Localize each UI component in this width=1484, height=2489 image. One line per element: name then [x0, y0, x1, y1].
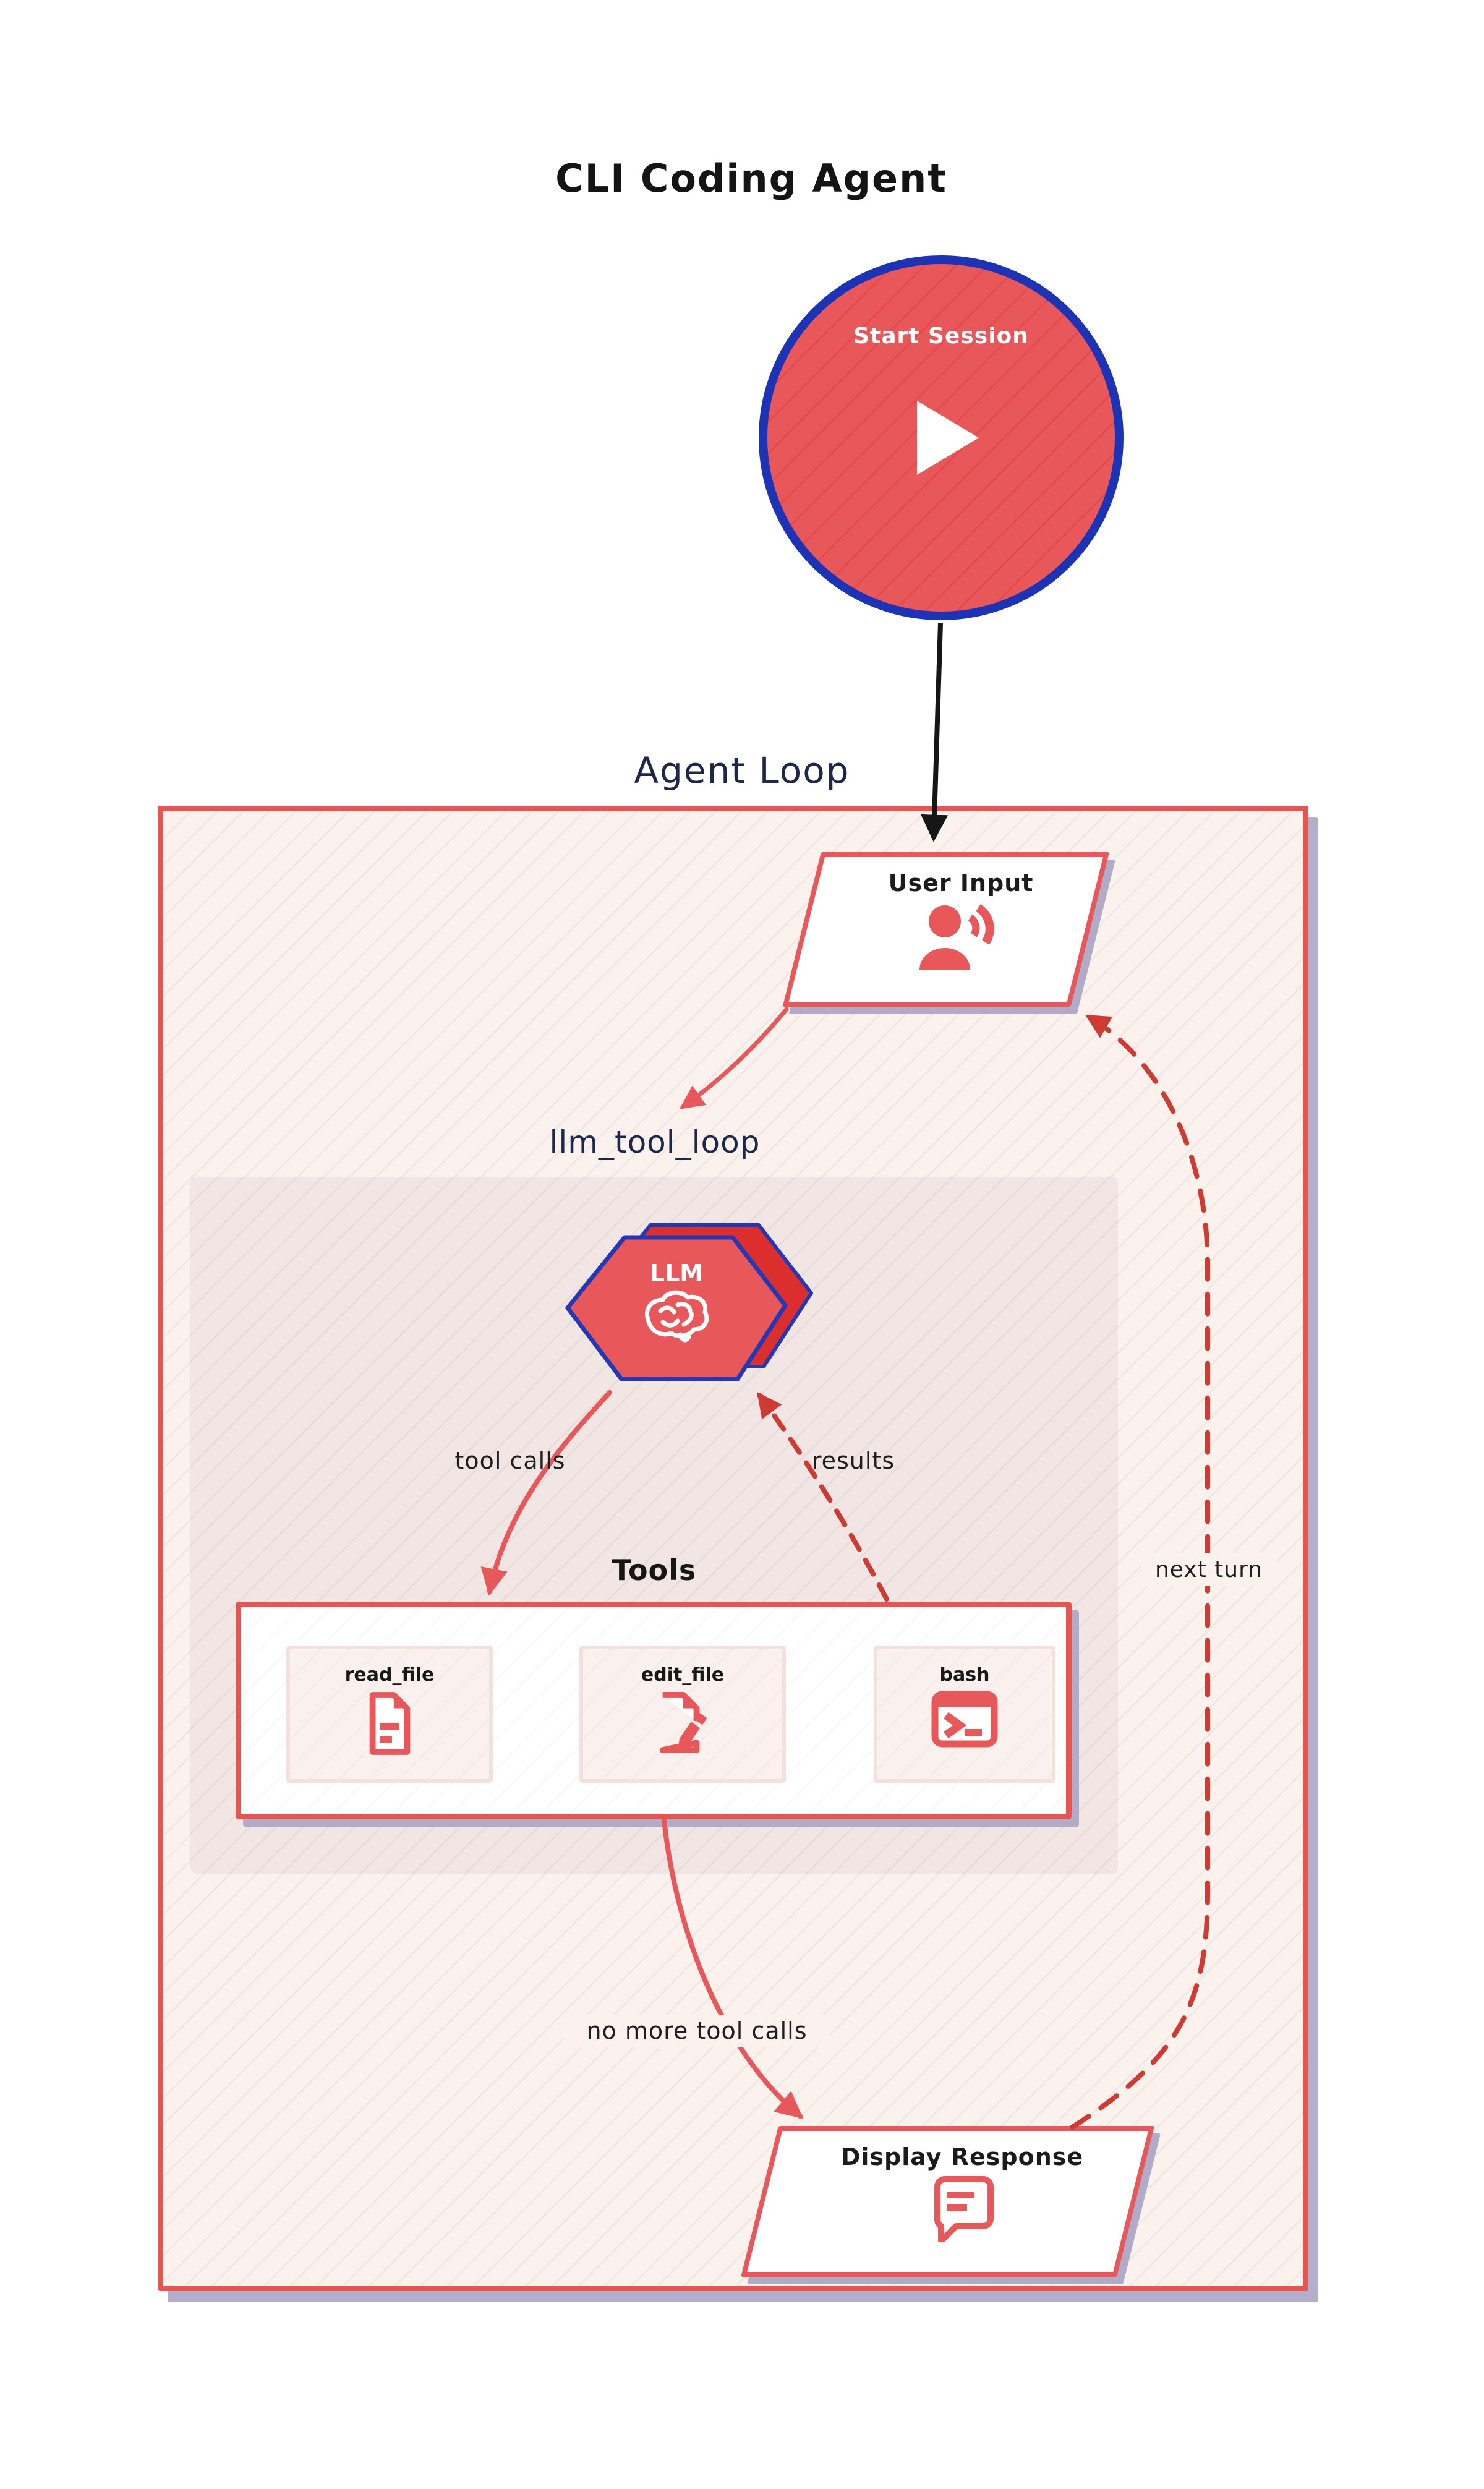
chat-bubble-icon	[779, 2173, 1145, 2242]
start-session-label: Start Session	[853, 323, 1029, 349]
tool-label: edit_file	[641, 1664, 725, 1686]
display-response-node: Display Response	[741, 2126, 1154, 2277]
llm-node: LLM	[565, 1223, 813, 1381]
file-pen-icon	[583, 1689, 782, 1757]
start-session-node: Start Session	[759, 255, 1124, 620]
tool-card-edit-file: edit_file	[579, 1646, 786, 1783]
terminal-icon	[877, 1689, 1052, 1749]
tools-container: read_file edit_file	[236, 1602, 1072, 1819]
hexagon-front-face	[565, 1235, 788, 1381]
user-input-label: User Input	[888, 869, 1034, 897]
tool-card-bash: bash	[874, 1646, 1055, 1783]
tool-card-read-file: read_file	[286, 1646, 493, 1783]
agent-loop-title: Agent Loop	[634, 749, 850, 792]
tool-label: bash	[939, 1664, 990, 1686]
edge-label-no-more-tool-calls: no more tool calls	[564, 2015, 830, 2047]
edge-label-results: results	[811, 1447, 895, 1474]
edge-label-tool-calls: tool calls	[454, 1447, 566, 1474]
play-icon	[917, 401, 979, 475]
user-voice-icon	[822, 899, 1100, 986]
tool-label: read_file	[344, 1664, 435, 1686]
edge-label-next-turn: next turn	[1141, 1553, 1277, 1586]
tools-title: Tools	[612, 1553, 697, 1587]
llm-tool-loop-title: llm_tool_loop	[549, 1124, 761, 1160]
file-lines-icon	[290, 1689, 489, 1757]
display-response-label: Display Response	[840, 2143, 1084, 2171]
brain-icon	[645, 1290, 709, 1343]
user-input-node: User Input	[782, 852, 1109, 1007]
page-title: CLI Coding Agent	[555, 156, 947, 201]
llm-label: LLM	[650, 1260, 703, 1287]
